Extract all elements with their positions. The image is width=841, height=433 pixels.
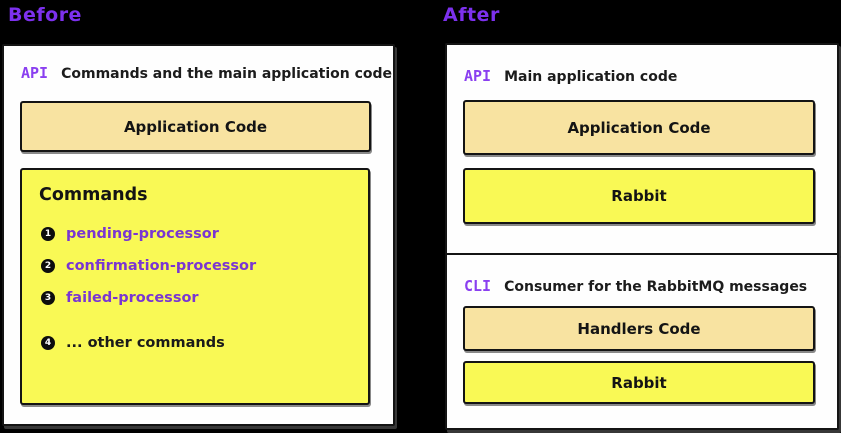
number-badge-4: 4: [41, 336, 55, 350]
after-api-panel-title: Main application code: [504, 69, 678, 85]
application-code-box: Application Code: [463, 100, 815, 155]
command-label: failed-processor: [66, 290, 199, 306]
number-badge-1: 1: [41, 227, 55, 241]
command-label: confirmation-processor: [66, 258, 257, 274]
after-api-panel-header: API Main application code: [464, 67, 677, 85]
commands-box: Commands 1 pending-processor 2 confirmat…: [20, 168, 370, 405]
command-label: ... other commands: [66, 335, 225, 351]
after-cli-panel-header: CLI Consumer for the RabbitMQ messages: [464, 277, 807, 295]
application-code-box: Application Code: [20, 101, 371, 152]
command-item-failed: 3 failed-processor: [41, 290, 368, 306]
commands-list: 1 pending-processor 2 confirmation-proce…: [41, 226, 368, 351]
command-item-other: 4 ... other commands: [41, 335, 368, 351]
rabbit-box: Rabbit: [463, 168, 815, 224]
api-tag: API: [464, 67, 492, 85]
before-panel-header: API Commands and the main application co…: [21, 64, 392, 82]
cli-tag: CLI: [464, 277, 492, 295]
command-label: pending-processor: [66, 226, 219, 242]
api-tag: API: [21, 64, 49, 82]
number-badge-3: 3: [41, 291, 55, 305]
rabbit-box: Rabbit: [463, 361, 815, 404]
command-item-confirmation: 2 confirmation-processor: [41, 258, 368, 274]
command-item-pending: 1 pending-processor: [41, 226, 368, 242]
after-cli-panel: CLI Consumer for the RabbitMQ messages H…: [445, 253, 839, 430]
after-heading: After: [443, 4, 500, 26]
handlers-code-box: Handlers Code: [463, 306, 815, 351]
before-panel-title: Commands and the main application code: [61, 66, 393, 82]
before-heading: Before: [8, 4, 82, 26]
after-cli-panel-title: Consumer for the RabbitMQ messages: [504, 279, 808, 295]
number-badge-2: 2: [41, 259, 55, 273]
before-api-panel: API Commands and the main application co…: [2, 44, 395, 426]
commands-title: Commands: [39, 185, 148, 205]
after-api-panel: API Main application code Application Co…: [445, 43, 839, 255]
